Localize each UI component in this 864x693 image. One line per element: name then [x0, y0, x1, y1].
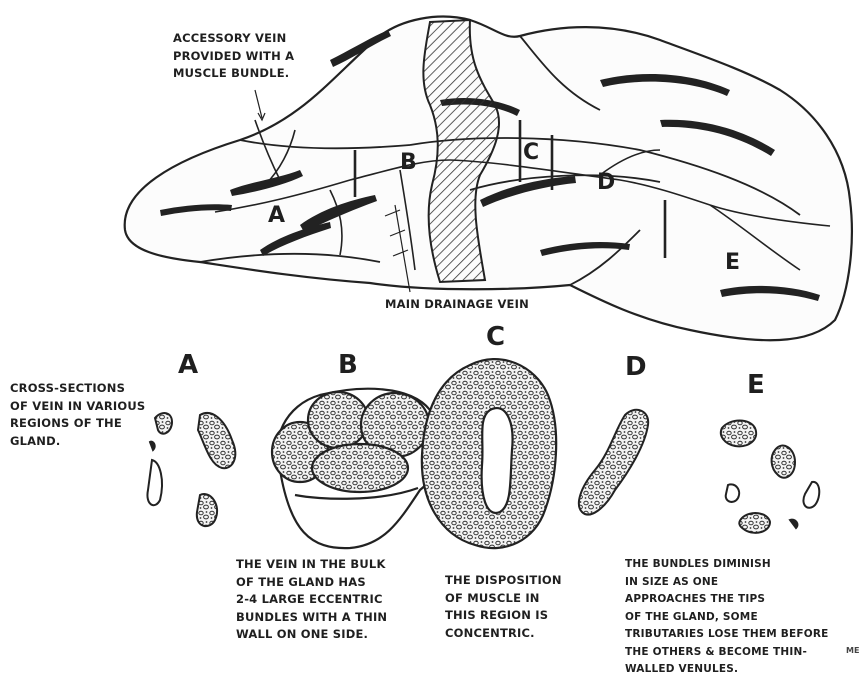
cross-sections-line-1: CROSS-SECTIONS: [10, 380, 145, 398]
cross-section-a: [147, 413, 235, 526]
accessory-vein-line-1: ACCESSORY VEIN: [173, 30, 294, 48]
accessory-vein-line-3: MUSCLE BUNDLE.: [173, 65, 294, 83]
gland-letter-a: A: [268, 203, 285, 228]
section-letter-c: C: [486, 322, 505, 352]
cross-section-b: [272, 389, 440, 548]
cross-sections-line-3: REGIONS OF THE: [10, 415, 145, 433]
section-letter-e: E: [747, 370, 765, 400]
caption-c-line-3: THIS REGION IS: [445, 607, 562, 625]
caption-de-line-6: THE OTHERS & BECOME THIN-: [625, 644, 829, 662]
caption-b-line-3: 2-4 LARGE ECCENTRIC: [236, 591, 387, 609]
gland-letter-b: B: [400, 150, 417, 175]
cross-sections-line-2: OF VEIN IN VARIOUS: [10, 398, 145, 416]
accessory-vein-line-2: PROVIDED WITH A: [173, 48, 294, 66]
cross-sections-line-4: GLAND.: [10, 433, 145, 451]
accessory-vein-label: ACCESSORY VEIN PROVIDED WITH A MUSCLE BU…: [173, 30, 294, 83]
caption-b: THE VEIN IN THE BULK OF THE GLAND HAS 2-…: [236, 556, 387, 644]
caption-de-line-5: TRIBUTARIES LOSE THEM BEFORE: [625, 626, 829, 644]
gland-letter-e: E: [725, 250, 740, 275]
caption-c-line-4: CONCENTRIC.: [445, 625, 562, 643]
caption-c-line-2: OF MUSCLE IN: [445, 590, 562, 608]
section-letter-b: B: [338, 350, 358, 380]
caption-d-e: THE BUNDLES DIMINISH IN SIZE AS ONE APPR…: [625, 556, 829, 679]
cross-section-d: [579, 410, 648, 515]
caption-de-line-3: APPROACHES THE TIPS: [625, 591, 829, 609]
caption-c-line-1: THE DISPOSITION: [445, 572, 562, 590]
caption-de-line-2: IN SIZE AS ONE: [625, 574, 829, 592]
edge-mark: ME: [846, 646, 859, 655]
caption-de-line-4: OF THE GLAND, SOME: [625, 609, 829, 627]
caption-b-line-1: THE VEIN IN THE BULK: [236, 556, 387, 574]
cross-section-e: [721, 421, 819, 533]
caption-de-line-1: THE BUNDLES DIMINISH: [625, 556, 829, 574]
caption-b-line-5: WALL ON ONE SIDE.: [236, 626, 387, 644]
section-letter-a: A: [178, 350, 198, 380]
gland-letter-c: C: [523, 140, 539, 165]
main-drainage-vein-label: MAIN DRAINAGE VEIN: [385, 296, 529, 314]
caption-b-line-4: BUNDLES WITH A THIN: [236, 609, 387, 627]
caption-c: THE DISPOSITION OF MUSCLE IN THIS REGION…: [445, 572, 562, 642]
section-letter-d: D: [625, 352, 647, 382]
caption-de-line-7: WALLED VENULES.: [625, 661, 829, 679]
cross-section-c: [422, 359, 556, 548]
cross-sections-label: CROSS-SECTIONS OF VEIN IN VARIOUS REGION…: [10, 380, 145, 450]
gland-letter-d: D: [597, 170, 615, 195]
caption-b-line-2: OF THE GLAND HAS: [236, 574, 387, 592]
